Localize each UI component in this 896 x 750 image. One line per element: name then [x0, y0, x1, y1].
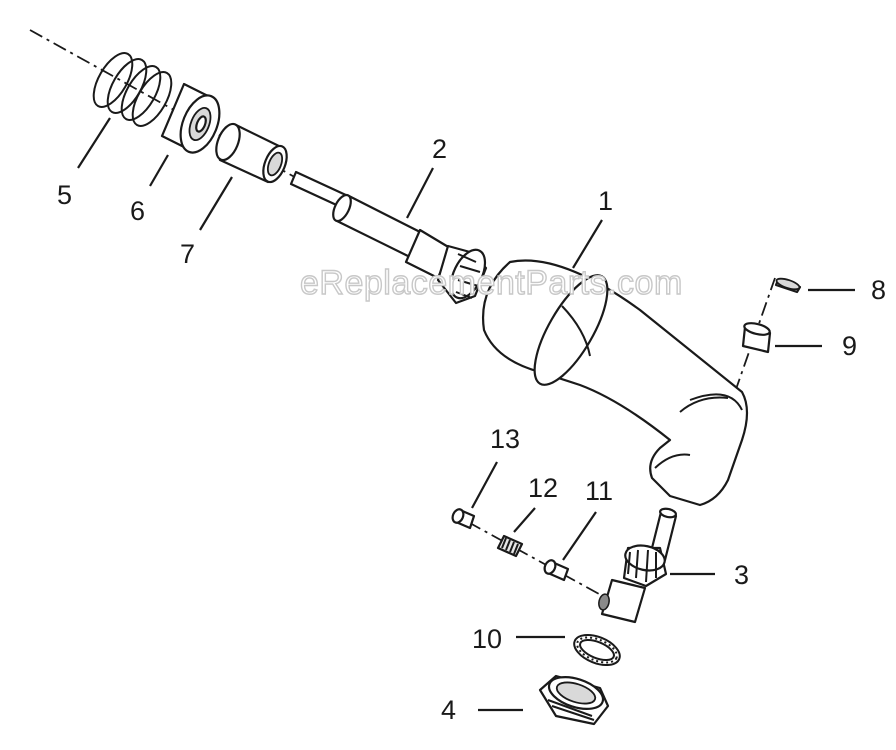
callout-5: 5: [57, 180, 72, 210]
watermark-text: eReplacementParts.com: [300, 264, 683, 302]
callout-1: 1: [598, 186, 613, 216]
callout-9: 9: [842, 331, 857, 361]
part-9-bushing[interactable]: [741, 321, 772, 354]
part-3-output-gear[interactable]: [597, 507, 678, 624]
callout-8: 8: [871, 275, 886, 305]
callout-12: 12: [528, 473, 558, 503]
callout-11: 11: [585, 476, 613, 506]
callout-2: 2: [432, 134, 447, 164]
part-1-angle-housing[interactable]: [482, 259, 749, 507]
part-8-cap[interactable]: [774, 276, 802, 294]
part-10-ball-ring[interactable]: [570, 629, 624, 671]
callout-7: 7: [180, 239, 195, 269]
part-13-pin[interactable]: [451, 508, 476, 530]
part-4-nut[interactable]: [538, 671, 610, 726]
callout-labels: 1 2 3 4 5 6 7 8 9 10 11 12 13: [57, 134, 886, 725]
part-2-spindle-gear[interactable]: [289, 170, 492, 305]
part-12-spring[interactable]: [496, 534, 524, 558]
part-6-ball-bearing[interactable]: [160, 82, 227, 158]
leader-lines: [77, 117, 855, 712]
callout-10: 10: [472, 624, 502, 654]
part-7-needle-bearing[interactable]: [212, 121, 292, 186]
callout-6: 6: [130, 196, 145, 226]
callout-4: 4: [441, 695, 456, 725]
callout-13: 13: [490, 424, 520, 454]
callout-3: 3: [734, 560, 749, 590]
part-5-spring[interactable]: [86, 47, 179, 132]
part-11-pin[interactable]: [543, 559, 570, 582]
